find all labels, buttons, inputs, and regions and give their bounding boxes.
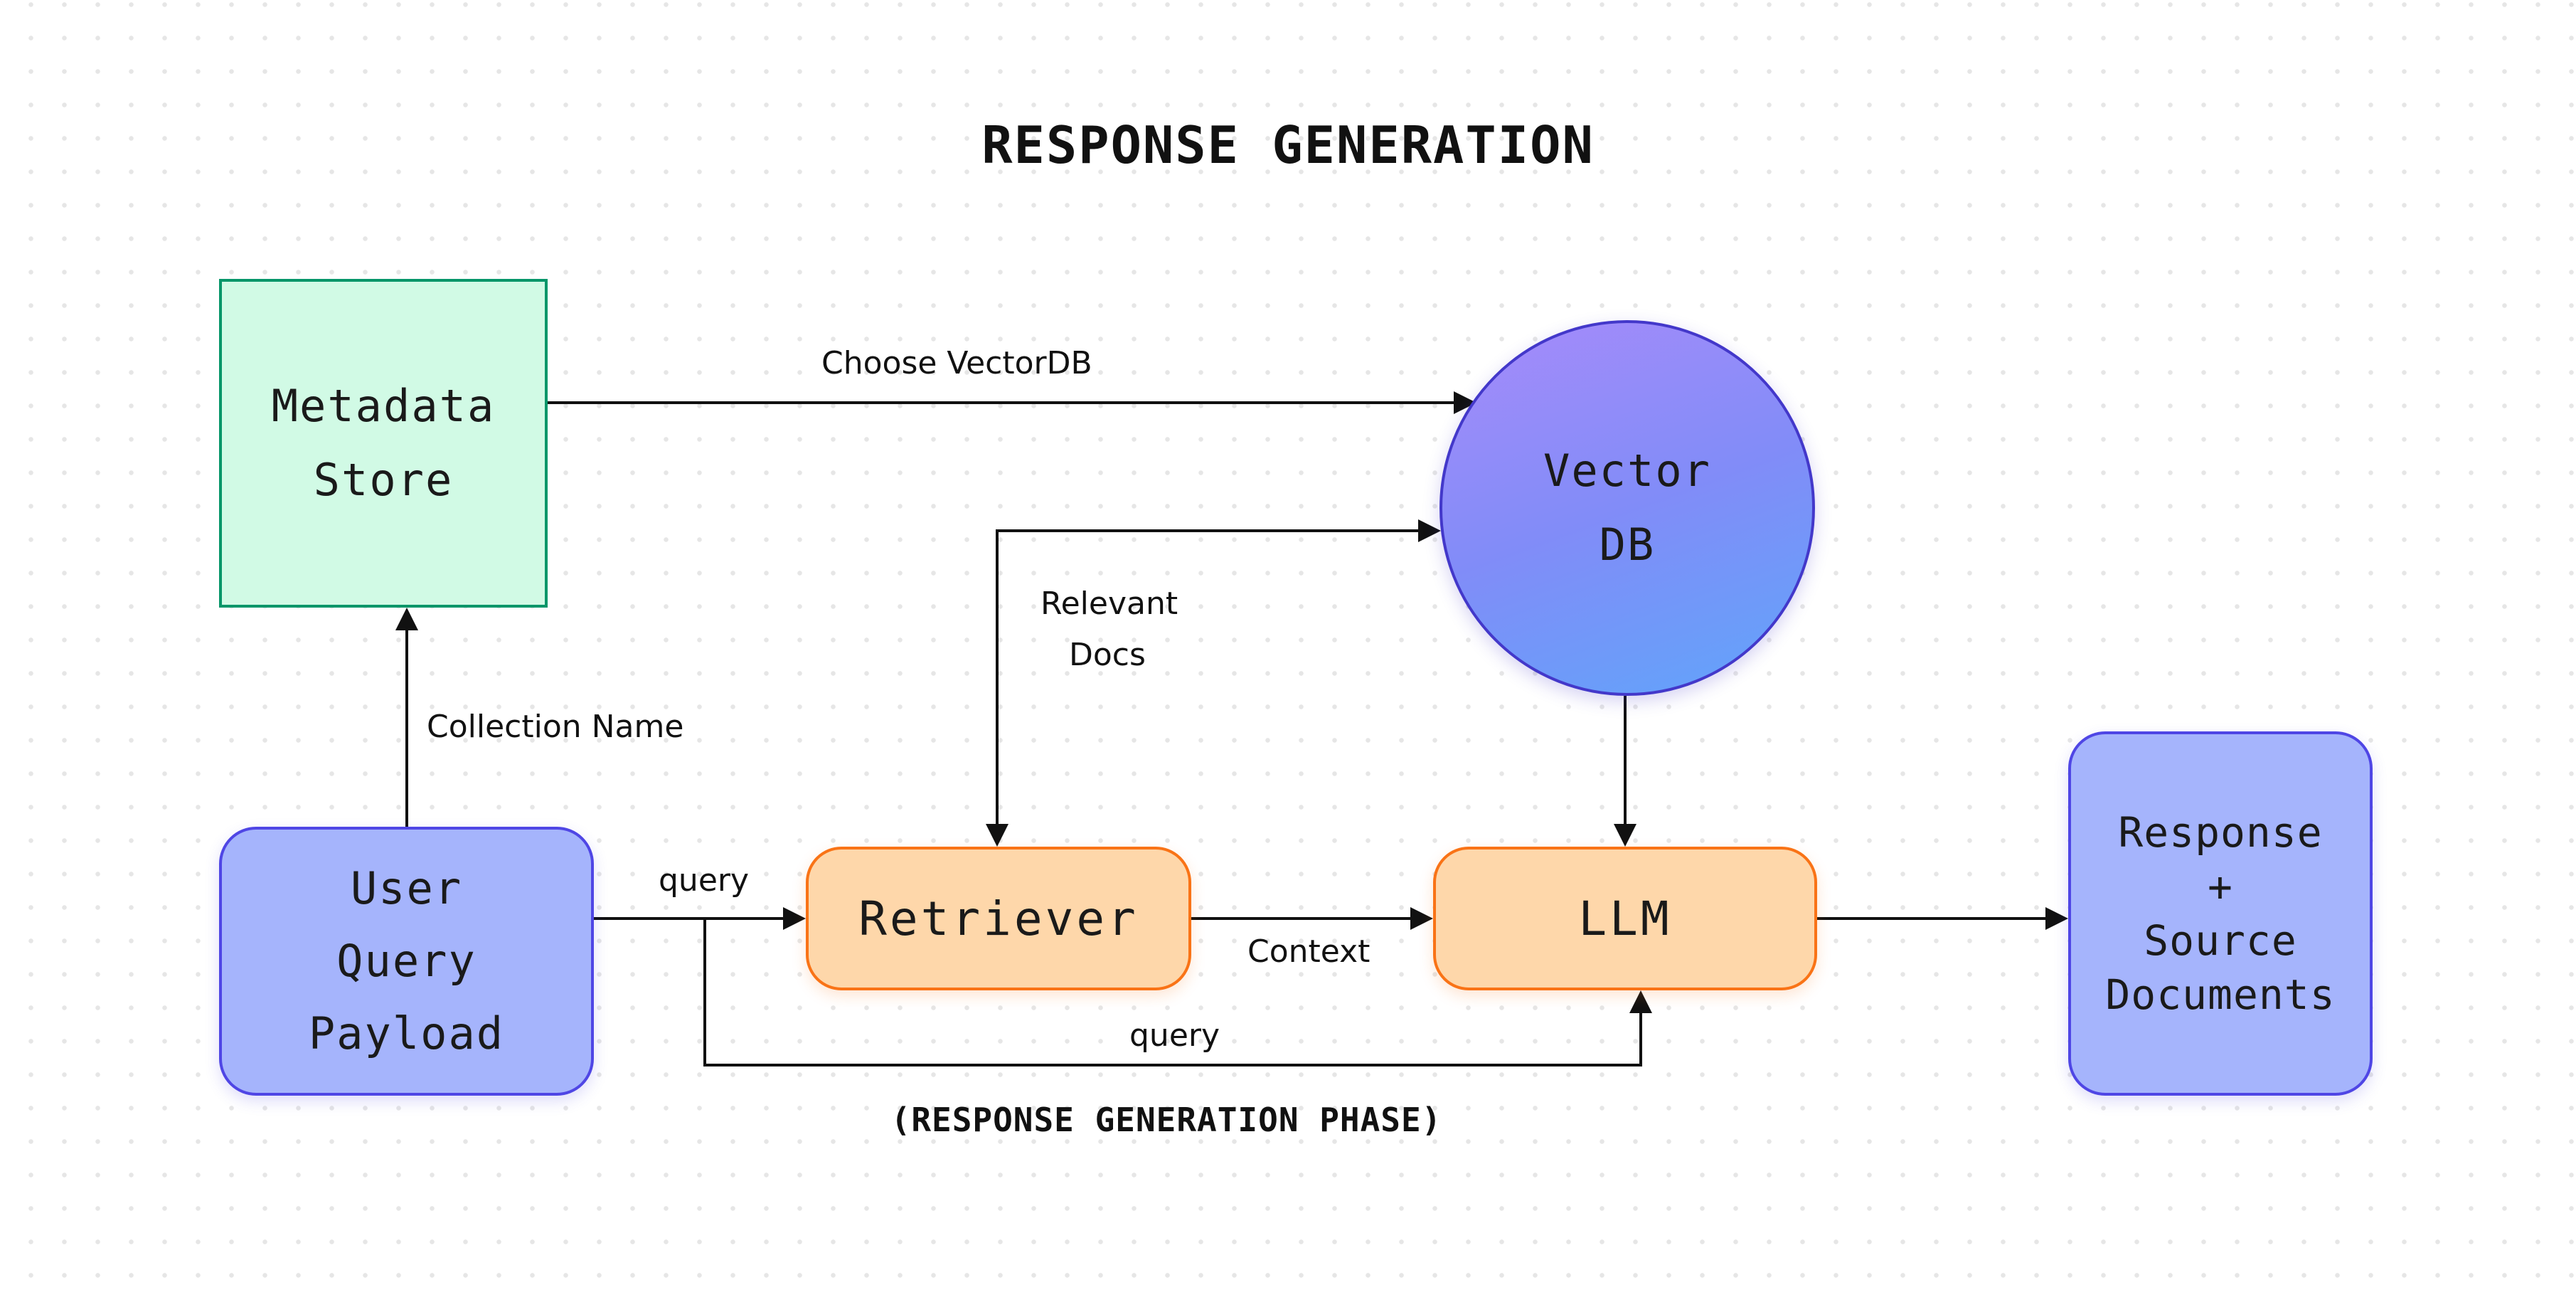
vector-db-node: Vector DB xyxy=(1439,320,1815,696)
response-label-3: Source xyxy=(2144,916,2297,965)
query-retriever-label: query xyxy=(659,862,750,899)
edge-relevant-docs xyxy=(986,519,1441,847)
phase-caption: (RESPONSE GENERATION PHASE) xyxy=(890,1101,1442,1139)
metadata-store-label-2: Store xyxy=(313,454,454,506)
user-query-label-3: Payload xyxy=(308,1007,505,1059)
relevant-docs-label-2: Docs xyxy=(1069,637,1146,673)
response-label-4: Documents xyxy=(2105,970,2336,1019)
llm-label: LLM xyxy=(1578,891,1672,946)
response-label-1: Response xyxy=(2118,808,2323,857)
metadata-store-label-1: Metadata xyxy=(271,380,496,432)
llm-node: LLM xyxy=(1433,847,1817,990)
retriever-label: Retriever xyxy=(858,891,1139,946)
retriever-node: Retriever xyxy=(806,847,1191,990)
response-label-2: + xyxy=(2208,862,2233,911)
diagram-title: RESPONSE GENERATION xyxy=(981,115,1595,175)
user-query-label-1: User xyxy=(350,862,463,914)
collection-name-label: Collection Name xyxy=(427,709,684,745)
user-query-payload-node: User Query Payload xyxy=(219,827,594,1096)
context-label: Context xyxy=(1247,933,1371,970)
vector-db-label-2: DB xyxy=(1599,519,1656,571)
vector-db-label-1: Vector xyxy=(1543,445,1711,497)
metadata-store-node: Metadata Store xyxy=(219,279,548,608)
query-llm-label: query xyxy=(1129,1017,1220,1054)
choose-vectordb-label: Choose VectorDB xyxy=(821,345,1092,381)
user-query-label-2: Query xyxy=(336,935,477,987)
relevant-docs-label-1: Relevant xyxy=(1040,586,1178,622)
edge-query-llm xyxy=(703,919,1652,1067)
response-node: Response + Source Documents xyxy=(2068,731,2373,1096)
